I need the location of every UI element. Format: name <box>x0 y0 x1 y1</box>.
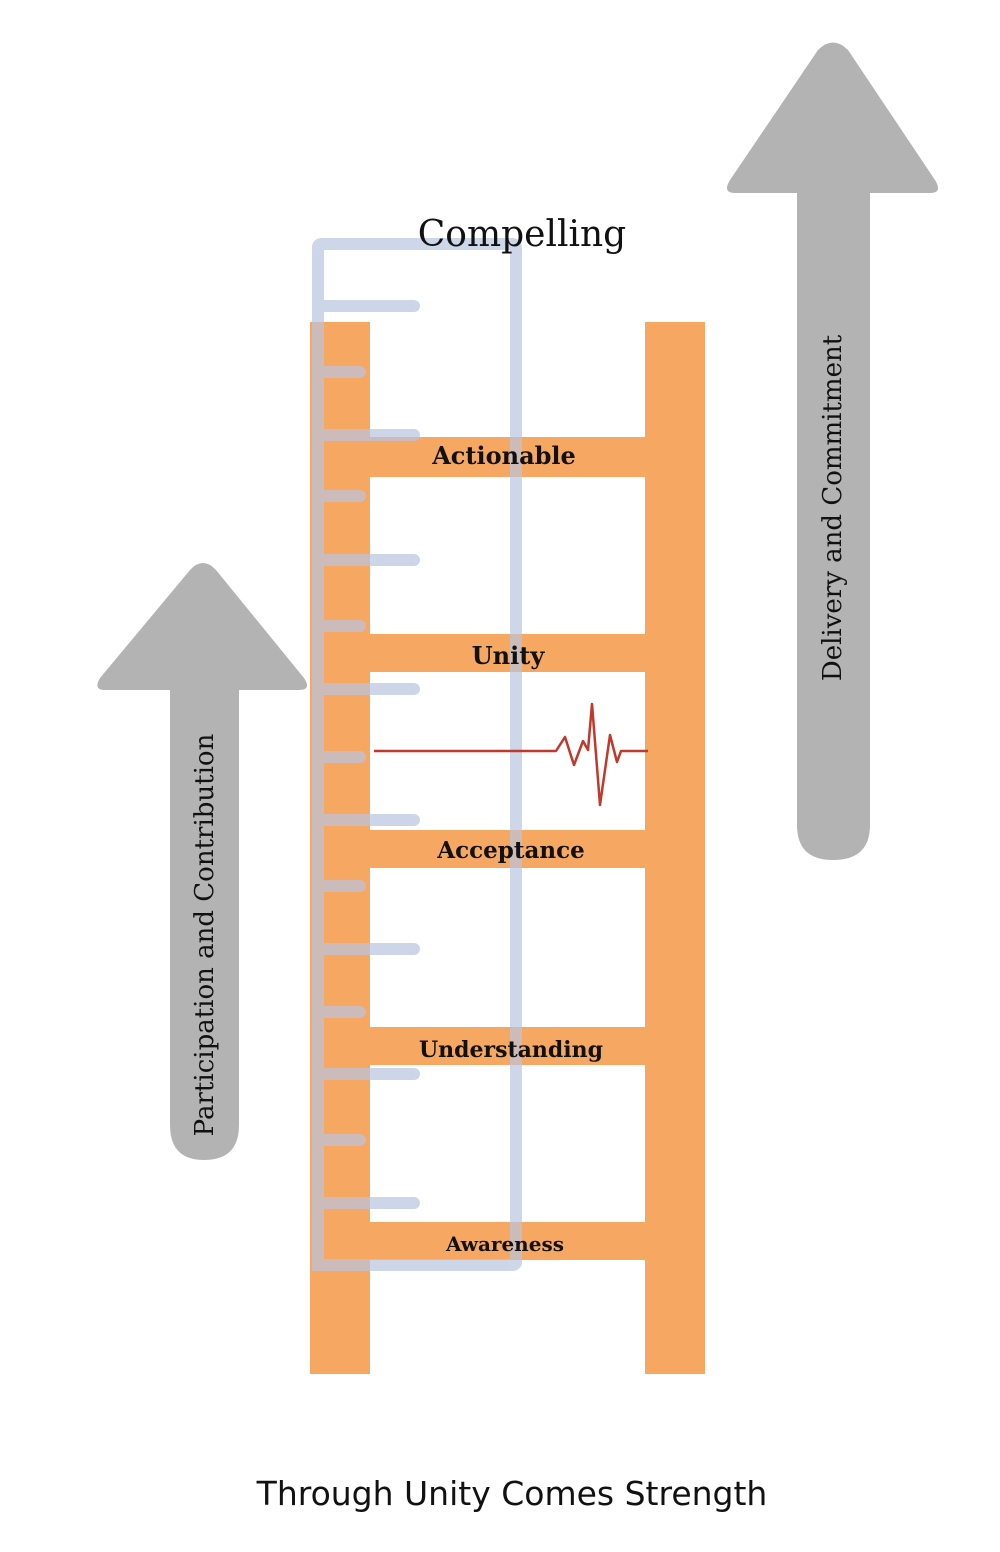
right-arrow-shape <box>726 42 939 860</box>
ladder-rung-unity <box>370 634 645 672</box>
gauge-ticks <box>318 300 420 1209</box>
ladder-right-rail <box>645 322 705 1374</box>
rung-label-understanding: Understanding <box>419 1037 603 1063</box>
top-label: Compelling <box>418 214 626 255</box>
ladder-rung-awareness <box>370 1222 645 1260</box>
left-arrow: Participation and Contribution <box>97 563 308 1160</box>
right-arrow: Delivery and Commitment <box>726 42 939 860</box>
ladder-rung-actionable <box>370 437 645 477</box>
measuring-gauge <box>312 238 522 1271</box>
right-arrow-label: Delivery and Commitment <box>818 334 848 681</box>
rung-label-acceptance: Acceptance <box>436 837 584 864</box>
left-arrow-label: Participation and Contribution <box>190 733 220 1136</box>
ladder <box>310 322 705 1374</box>
heartbeat-pulse-icon <box>374 702 648 807</box>
ladder-rung-understanding <box>370 1027 645 1065</box>
rung-label-awareness: Awareness <box>445 1232 564 1256</box>
caption: Through Unity Comes Strength <box>256 1474 768 1513</box>
rung-label-unity: Unity <box>472 641 546 670</box>
rung-label-actionable: Actionable <box>431 441 576 470</box>
gauge-outline <box>312 238 522 1271</box>
left-arrow-shape <box>97 563 308 1160</box>
ladder-rung-acceptance <box>370 830 645 868</box>
